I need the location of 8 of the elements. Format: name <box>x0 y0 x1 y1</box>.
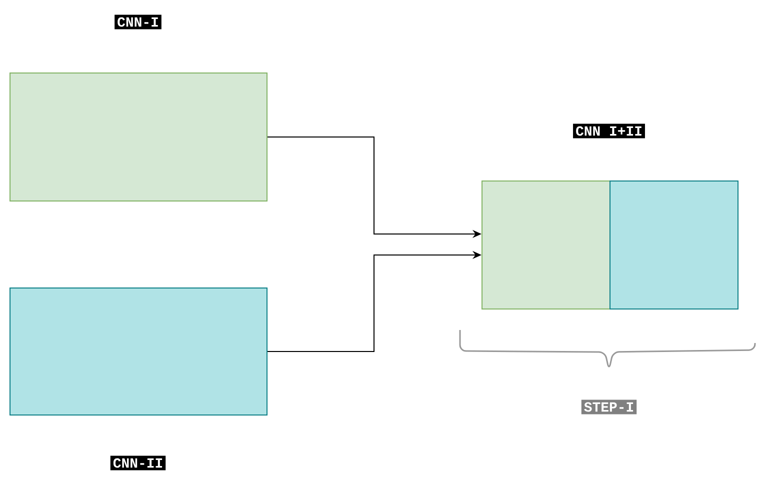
tag-label: STEP-I <box>581 400 637 414</box>
block <box>10 72 268 202</box>
block <box>610 180 738 310</box>
tag-label: CNN-II <box>110 456 166 470</box>
tag-label: CNN-I <box>114 14 162 30</box>
block <box>482 180 610 310</box>
block <box>10 288 268 416</box>
tag-label: CNN I+II <box>573 124 645 138</box>
